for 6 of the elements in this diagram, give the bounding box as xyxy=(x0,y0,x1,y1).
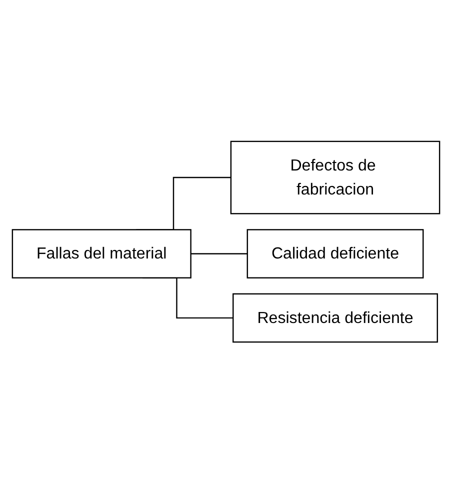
node-box xyxy=(12,229,192,279)
diagram: Fallas del material Defectos de fabricacion Calidad deficiente Resistencia deficiente xyxy=(6,135,446,349)
connector xyxy=(190,253,248,255)
node-box xyxy=(246,229,424,279)
node-box xyxy=(230,141,440,214)
node-box xyxy=(232,294,438,343)
